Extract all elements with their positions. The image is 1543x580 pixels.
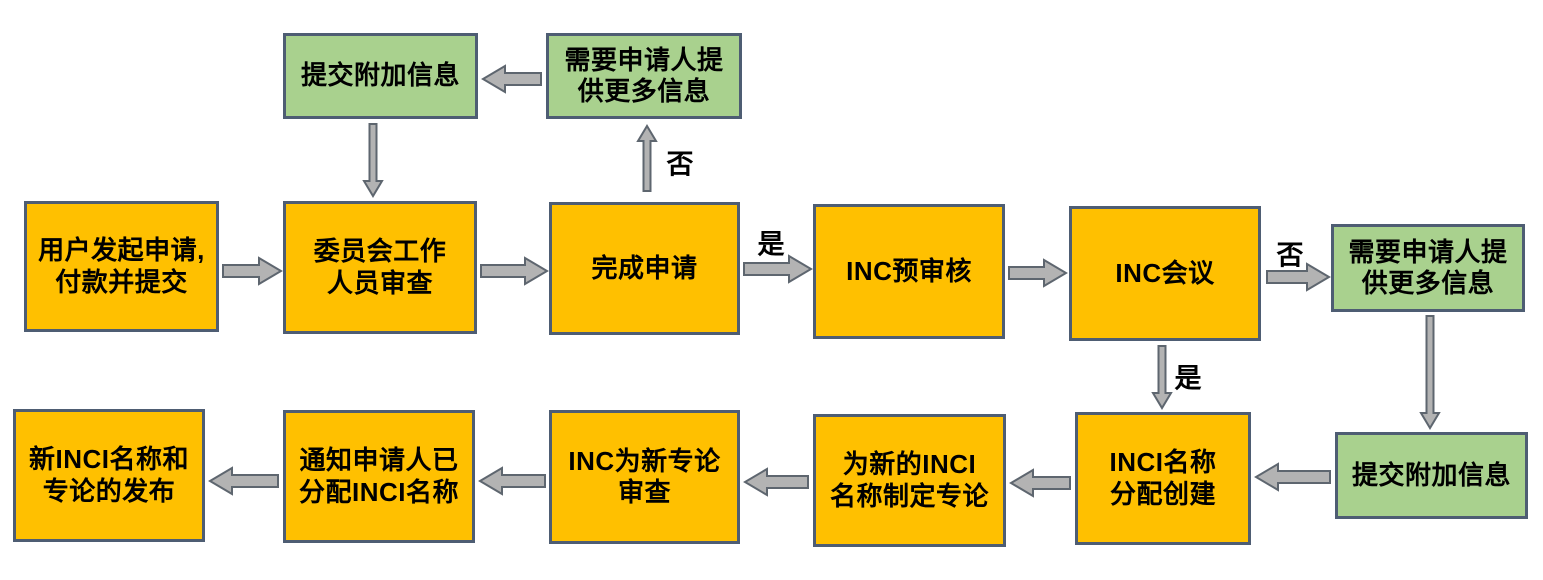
inci-name-assign-create-text: 分配创建	[1109, 478, 1216, 509]
label-no-meeting-to-needinfo: 否	[1276, 240, 1304, 271]
arrow-prereview-to-meeting	[1008, 258, 1068, 288]
user-initiates-application-text: 用户发起申请,	[38, 235, 205, 266]
submit-additional-info-top: 提交附加信息	[283, 33, 478, 119]
publish-new-inci-name-text: 新INCI名称和	[28, 444, 189, 475]
arrow-complete-to-needinfo-top	[636, 124, 658, 192]
submit-additional-info-top-text: 提交附加信息	[300, 60, 460, 91]
arrow-complete-to-prereview	[743, 254, 813, 284]
committee-staff-review-text: 委员会工作	[313, 236, 447, 267]
inc-pre-review: INC预审核	[813, 204, 1005, 339]
inc-meeting-text: INC会议	[1115, 257, 1215, 288]
user-initiates-application-text: 付款并提交	[55, 266, 188, 297]
arrow-needinfo-to-submit-top	[481, 64, 542, 94]
committee-staff-review-text: 人员审查	[326, 267, 433, 298]
inc-pre-review-text: INC预审核	[846, 255, 972, 286]
arrow-creation-to-monograph	[1009, 468, 1071, 498]
complete-application: 完成申请	[549, 202, 740, 335]
develop-monograph-text: 名称制定专论	[829, 480, 989, 511]
inc-meeting: INC会议	[1069, 206, 1261, 341]
need-more-info-right-text: 供更多信息	[1361, 268, 1495, 298]
label-yes-complete-to-prereview: 是	[757, 229, 785, 260]
arrow-monograph-to-increview	[743, 467, 809, 497]
need-more-info-top-text: 需要申请人提	[564, 44, 724, 75]
arrow-meeting-to-needinfo	[1266, 262, 1331, 292]
inc-review-new-monograph-text: 审查	[617, 477, 671, 507]
need-more-info-top: 需要申请人提供更多信息	[546, 33, 742, 119]
need-more-info-top-text: 供更多信息	[577, 76, 711, 106]
notify-applicant-assigned-text: 分配INCI名称	[298, 476, 459, 507]
arrow-notify-to-publish	[208, 466, 279, 496]
arrow-needinfo-to-submit-bottom	[1419, 315, 1441, 430]
inc-review-new-monograph-text: INC为新专论	[568, 445, 721, 476]
arrow-submit-top-to-committee	[362, 123, 384, 198]
label-no-complete-to-needinfo: 否	[666, 149, 694, 180]
arrow-increview-to-notify	[478, 466, 546, 496]
publish-new-inci-name-text: 专论的发布	[42, 475, 176, 506]
arrow-submit-bottom-to-creation	[1254, 462, 1331, 492]
publish-new-inci-name: 新INCI名称和专论的发布	[13, 409, 205, 542]
develop-monograph-text: 为新的INCI	[842, 449, 977, 480]
arrow-meeting-to-creation	[1151, 345, 1173, 410]
user-initiates-application: 用户发起申请,付款并提交	[24, 201, 219, 332]
arrow-committee-to-complete	[480, 256, 549, 286]
notify-applicant-assigned-text: 通知申请人已	[299, 445, 459, 476]
need-more-info-right-text: 需要申请人提	[1348, 236, 1508, 267]
inc-review-new-monograph: INC为新专论审查	[549, 410, 740, 544]
label-yes-meeting-to-creation: 是	[1174, 363, 1202, 394]
notify-applicant-assigned: 通知申请人已分配INCI名称	[283, 410, 475, 543]
committee-staff-review: 委员会工作人员审查	[283, 201, 477, 334]
inci-name-assign-create: INCI名称分配创建	[1075, 412, 1251, 545]
submit-additional-info-bottom: 提交附加信息	[1335, 432, 1528, 519]
inci-name-assign-create-text: INCI名称	[1109, 447, 1217, 478]
arrow-user-to-committee	[222, 256, 283, 286]
submit-additional-info-bottom-text: 提交附加信息	[1351, 459, 1511, 490]
complete-application-text: 完成申请	[591, 252, 698, 283]
need-more-info-right: 需要申请人提供更多信息	[1331, 224, 1525, 312]
